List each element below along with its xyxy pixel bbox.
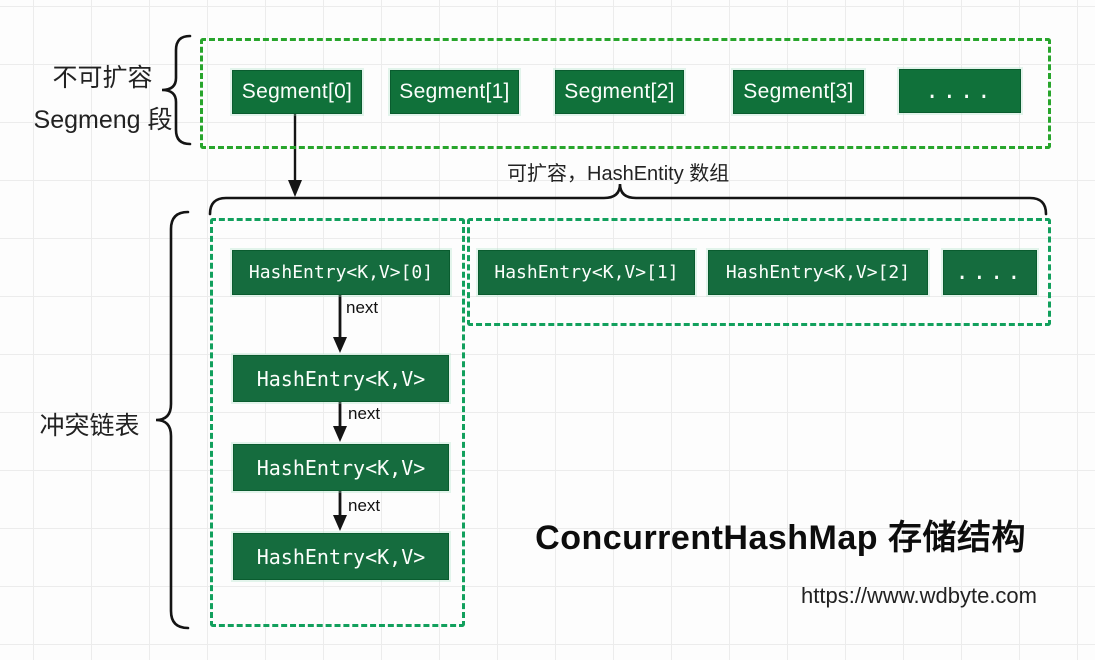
site-url: https://www.wdbyte.com (801, 583, 1037, 608)
segment-array-container (200, 38, 1051, 149)
hash-entry-node-ellipsis: .... (943, 250, 1037, 295)
segment-node-1: Segment[1] (390, 70, 519, 114)
segment-section-label-line2: Segmeng 段 (33, 106, 173, 134)
hash-entry-node-0: HashEntry<K,V>[0] (232, 250, 450, 295)
next-pointer-label-2: next (348, 404, 381, 423)
collision-brace (155, 210, 190, 630)
chain-node-0: HashEntry<K,V> (233, 355, 449, 402)
collision-list-label: 冲突链表 (39, 412, 140, 440)
hash-entry-array-container (467, 218, 1051, 326)
next-pointer-label-3: next (348, 496, 381, 515)
chain-node-1: HashEntry<K,V> (233, 444, 449, 491)
chain-node-2: HashEntry<K,V> (233, 533, 449, 580)
segment-node-0: Segment[0] (232, 70, 362, 114)
segment-node-ellipsis: .... (899, 69, 1021, 113)
segment-node-2: Segment[2] (555, 70, 684, 114)
segment-node-3: Segment[3] (733, 70, 864, 114)
collision-chain-container (210, 218, 465, 627)
hash-entry-node-1: HashEntry<K,V>[1] (478, 250, 695, 295)
expandable-note: 可扩容，HashEntity 数组 (507, 163, 730, 185)
hash-entry-node-2: HashEntry<K,V>[2] (708, 250, 928, 295)
array-brace (208, 183, 1048, 216)
diagram-title: ConcurrentHashMap 存储结构 (535, 519, 1026, 557)
segment-section-label-line1: 不可扩容 (52, 64, 153, 92)
next-pointer-label-1: next (346, 298, 379, 317)
